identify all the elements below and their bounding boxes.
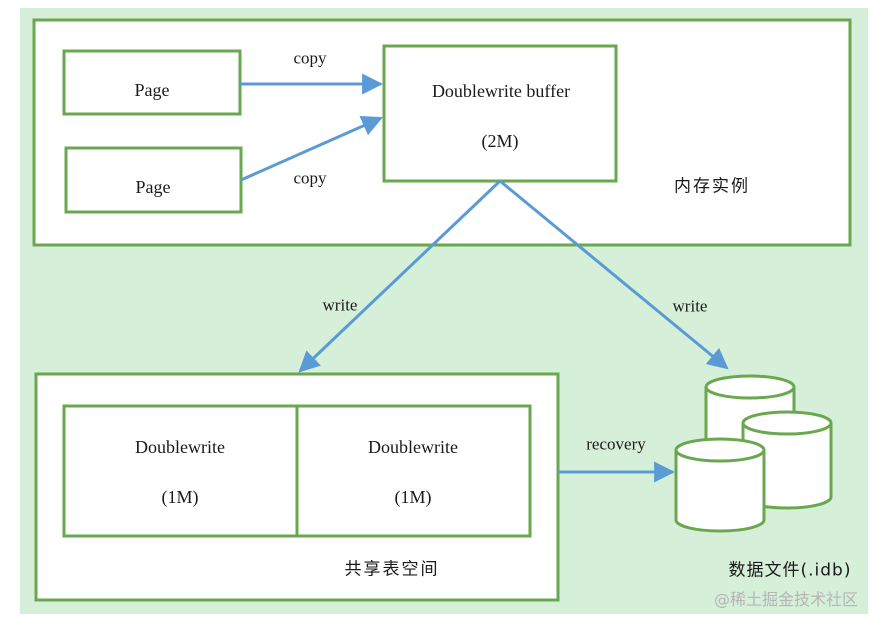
page-box-bottom <box>64 146 243 214</box>
copy-arrow-bottom <box>240 116 383 182</box>
shared-tablespace-label: 共享表空间 <box>344 559 440 580</box>
doublewrite-segment-right-size: (1M) <box>394 487 432 507</box>
data-files-label: 数据文件(.idb) <box>728 560 852 581</box>
write-label-left: write <box>322 295 358 315</box>
doublewrite-segment-right <box>295 404 532 538</box>
doublewrite-buffer-title: Doublewrite buffer <box>431 81 571 101</box>
doublewrite-buffer-size: (2M) <box>481 131 519 151</box>
page-label-top: Page <box>134 80 170 100</box>
doublewrite-segment-right-title: Doublewrite <box>368 437 458 457</box>
doublewrite-segment-left-title: Doublewrite <box>135 437 225 457</box>
page-label-bottom: Page <box>135 177 171 197</box>
memory-instance-label: 内存实例 <box>674 176 750 197</box>
watermark: @稀土掘金技术社区 <box>713 590 859 609</box>
data-file-cylinder-front <box>674 437 766 533</box>
page-box-top <box>62 49 242 116</box>
doublewrite-buffer-box <box>382 44 618 183</box>
copy-label-bottom: copy <box>293 168 327 188</box>
copy-label-top: copy <box>293 48 327 68</box>
write-arrow-right <box>499 179 729 370</box>
write-arrow-left <box>298 179 502 373</box>
doublewrite-segment-left <box>62 404 299 538</box>
recovery-label: recovery <box>586 434 646 454</box>
doublewrite-segment-left-size: (1M) <box>161 487 199 507</box>
write-label-right: write <box>672 296 708 316</box>
